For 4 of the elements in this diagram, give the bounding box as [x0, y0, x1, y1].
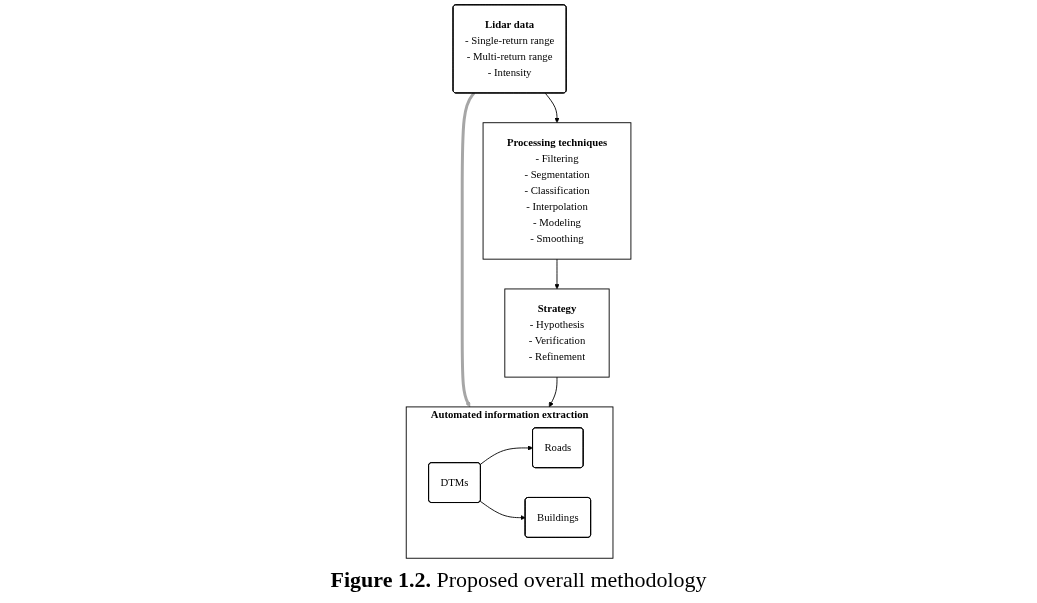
node-box: Strategy - Hypothesis - Verification - Refinement	[504, 288, 610, 378]
figure-caption: Figure 1.2. Proposed overall methodology	[330, 567, 707, 593]
arrow	[460, 92, 476, 408]
node-box: Processing techniques - Filtering - Segmentation - Classification - Interpolation - Modeling - Smoothing	[482, 122, 632, 260]
